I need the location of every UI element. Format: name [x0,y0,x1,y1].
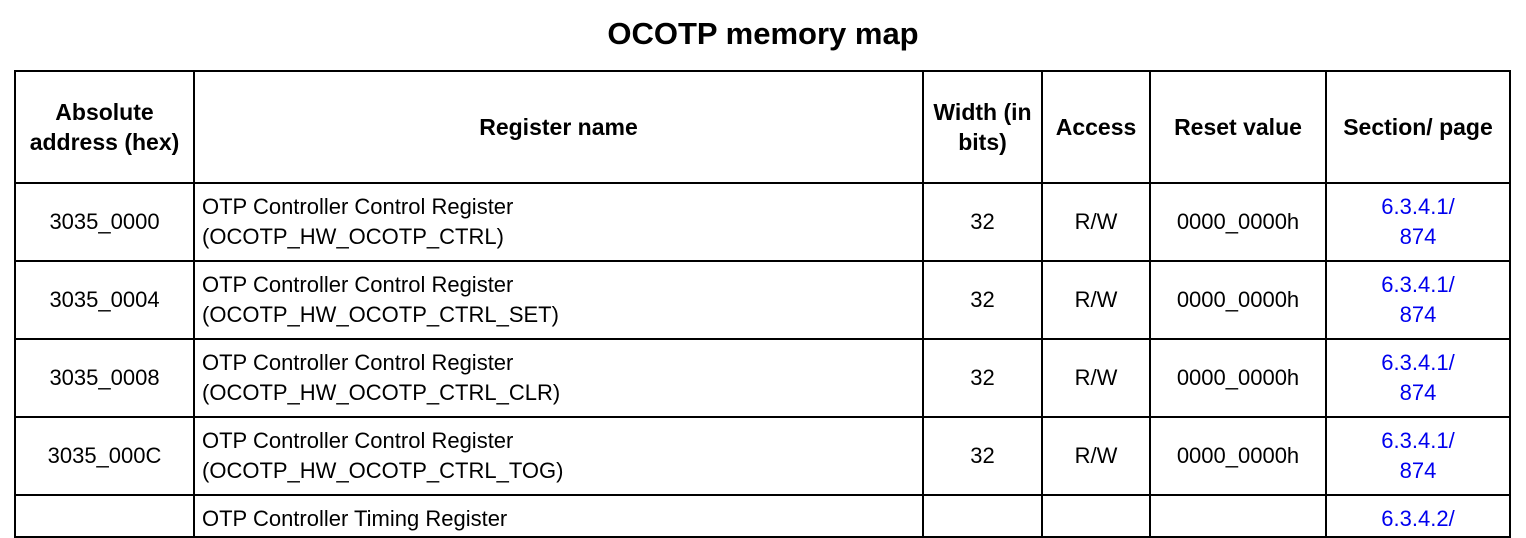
cell-address: 3035_0004 [14,260,195,340]
cell-width: 32 [922,338,1043,418]
cell-register-name: OTP Controller Control Register (OCOTP_H… [193,416,924,496]
register-mnemonic: (OCOTP_HW_OCOTP_CTRL_CLR) [202,380,561,405]
register-mnemonic: (OCOTP_HW_OCOTP_CTRL_TOG) [202,458,564,483]
cell-address: 3035_000C [14,416,195,496]
header-access: Access [1041,70,1151,184]
register-description: OTP Controller Control Register [202,194,514,219]
cell-width: 32 [922,416,1043,496]
header-reset-value: Reset value [1149,70,1327,184]
cell-register-name: OTP Controller Timing Register [193,494,924,538]
cell-access: R/W [1041,338,1151,418]
register-description: OTP Controller Control Register [202,350,514,375]
document-page: OCOTP memory map Absolute address (hex) … [14,16,1511,538]
page-number[interactable]: 874 [1399,302,1437,327]
cell-reset-value [1149,494,1327,538]
cell-register-name: OTP Controller Control Register (OCOTP_H… [193,260,924,340]
section-number[interactable]: 6.3.4.1/ [1381,194,1455,219]
cell-reset-value: 0000_0000h [1149,182,1327,262]
cell-reset-value: 0000_0000h [1149,338,1327,418]
cell-access: R/W [1041,182,1151,262]
register-description: OTP Controller Timing Register [202,506,508,531]
table-row: 3035_0000 OTP Controller Control Registe… [14,182,1511,262]
cell-register-name: OTP Controller Control Register (OCOTP_H… [193,338,924,418]
section-number[interactable]: 6.3.4.1/ [1381,428,1455,453]
table-row: 3035_0004 OTP Controller Control Registe… [14,260,1511,340]
cell-address [14,494,195,538]
page-number[interactable]: 874 [1399,380,1437,405]
table-row: 3035_000C OTP Controller Control Registe… [14,416,1511,496]
section-page-link[interactable]: 6.3.4.2/ [1325,494,1511,538]
table-title: OCOTP memory map [607,16,919,51]
register-description: OTP Controller Control Register [202,272,514,297]
cell-address: 3035_0000 [14,182,195,262]
register-description: OTP Controller Control Register [202,428,514,453]
cell-width: 32 [922,260,1043,340]
table-row-partial: OTP Controller Timing Register 6.3.4.2/ [14,494,1511,538]
page-number[interactable]: 874 [1399,458,1437,483]
table-row: 3035_0008 OTP Controller Control Registe… [14,338,1511,418]
header-section-page: Section/ page [1325,70,1511,184]
section-number[interactable]: 6.3.4.1/ [1381,272,1455,297]
cell-access [1041,494,1151,538]
cell-width: 32 [922,182,1043,262]
table-header-row: Absolute address (hex) Register name Wid… [14,70,1511,184]
cell-reset-value: 0000_0000h [1149,260,1327,340]
memory-map-table: Absolute address (hex) Register name Wid… [14,70,1511,538]
page-number[interactable]: 874 [1399,224,1437,249]
section-page-link[interactable]: 6.3.4.1/ 874 [1325,338,1511,418]
section-page-link[interactable]: 6.3.4.1/ 874 [1325,182,1511,262]
cell-address: 3035_0008 [14,338,195,418]
cell-access: R/W [1041,260,1151,340]
header-absolute-address: Absolute address (hex) [14,70,195,184]
section-page-link[interactable]: 6.3.4.1/ 874 [1325,416,1511,496]
cell-width [922,494,1043,538]
section-page-link[interactable]: 6.3.4.1/ 874 [1325,260,1511,340]
section-number[interactable]: 6.3.4.1/ [1381,350,1455,375]
cell-access: R/W [1041,416,1151,496]
cell-register-name: OTP Controller Control Register (OCOTP_H… [193,182,924,262]
register-mnemonic: (OCOTP_HW_OCOTP_CTRL_SET) [202,302,559,327]
register-mnemonic: (OCOTP_HW_OCOTP_CTRL) [202,224,504,249]
header-width: Width (in bits) [922,70,1043,184]
header-register-name: Register name [193,70,924,184]
section-number[interactable]: 6.3.4.2/ [1381,506,1455,531]
cell-reset-value: 0000_0000h [1149,416,1327,496]
